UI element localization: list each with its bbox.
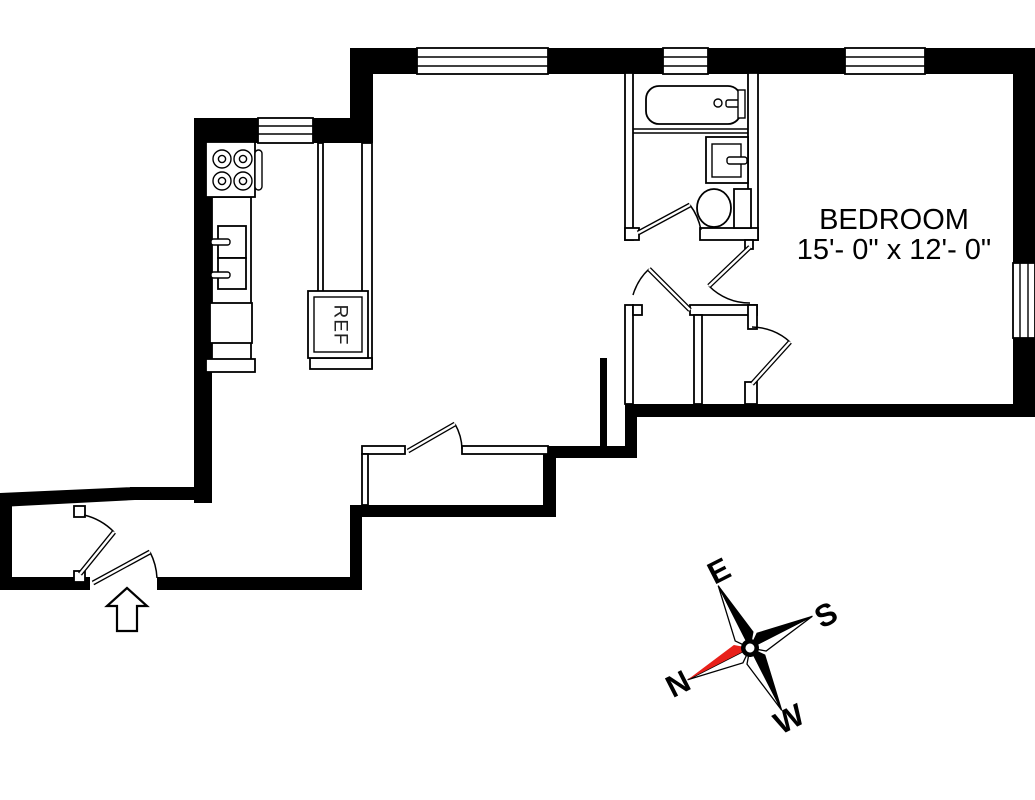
refrigerator-icon: REF: [307, 290, 369, 359]
fridge-alcove-bottom: [309, 357, 373, 370]
refrigerator-label: REF: [330, 305, 351, 346]
wall-step-h1: [543, 446, 637, 458]
wall-step-v1: [625, 404, 637, 458]
hall-closet-top-stub: [632, 304, 643, 316]
hall-closet-top-wall: [689, 304, 758, 316]
bathtub-icon: [645, 85, 746, 125]
wall-bedroom-bottom: [625, 404, 1035, 417]
windows: [257, 47, 1035, 339]
compass-letter-south: S: [809, 595, 843, 636]
compass-letter-east: E: [702, 551, 736, 592]
window-living: [416, 47, 549, 75]
entry-closet-jamb-top: [73, 505, 86, 518]
entry-closet-door: [78, 514, 116, 576]
doors: [78, 202, 792, 586]
wall-bottom-right: [157, 577, 362, 590]
bathroom-fixtures: [633, 85, 752, 229]
hall-closet-left-wall: [624, 304, 634, 405]
wall-entry-horizontal: [130, 487, 212, 500]
window-bathroom: [662, 47, 709, 75]
living-closet-left-wall: [361, 453, 369, 506]
bathroom-door: [636, 202, 702, 236]
bedroom-name: BEDROOM: [819, 204, 969, 236]
wall-entry-diagonal: [0, 487, 135, 507]
compass-letter-north: N: [660, 663, 696, 704]
vestibule-door: [707, 245, 752, 304]
kitchen-cabinet: [209, 302, 253, 344]
living-closet-top-left: [361, 445, 406, 455]
bedroom-closet-door: [750, 326, 792, 386]
kitchen-partition: [317, 142, 324, 294]
wall-lower-vertical: [350, 505, 362, 590]
compass-letter-west: W: [768, 696, 811, 741]
bedroom-closet-right-top: [747, 304, 758, 330]
bathroom-bottom-wall-left: [624, 227, 640, 241]
bathroom-sink-icon: [705, 136, 749, 184]
wall-top-connector: [350, 48, 373, 143]
compass-star: [687, 585, 813, 711]
kitchen-fixtures: REF: [205, 141, 369, 373]
tub-platform-edge: [633, 128, 748, 134]
wall-bottom-left: [0, 577, 90, 590]
entry-door: [91, 549, 158, 586]
compass-north-needle: [687, 644, 750, 680]
window-bedroom-top: [844, 47, 926, 75]
window-bedroom-right: [1012, 262, 1035, 339]
compass-rose: E S N W: [660, 551, 843, 742]
wall-kitchen-left: [194, 118, 212, 503]
bedroom-label: BEDROOM 15'- 0" x 12'- 0": [797, 204, 991, 266]
wall-right: [1013, 48, 1035, 417]
wall-step-v2: [543, 446, 556, 517]
living-closet-top-right: [461, 445, 549, 455]
wall-closet-bottom: [350, 505, 556, 517]
entry-arrow-icon: [104, 586, 150, 633]
wall-hall-stub: [600, 358, 607, 458]
stove-icon: [205, 141, 263, 198]
bathroom-left-wall: [624, 72, 634, 241]
hall-closet-divider: [693, 314, 703, 405]
bedroom-dimensions: 15'- 0" x 12'- 0": [797, 234, 991, 266]
bathroom-bottom-wall-right: [699, 227, 759, 241]
counter-end-cap: [205, 358, 256, 373]
toilet-icon: [696, 188, 752, 229]
window-kitchen: [257, 117, 314, 144]
hall-closet-door: [632, 267, 692, 312]
bedroom-closet-door-jamb: [744, 381, 758, 405]
living-closet-door: [406, 421, 463, 454]
exterior-walls: [0, 48, 1035, 590]
wall-west: [0, 494, 12, 590]
interior-walls: [73, 72, 759, 583]
kitchen-sink-icon: [210, 225, 247, 290]
